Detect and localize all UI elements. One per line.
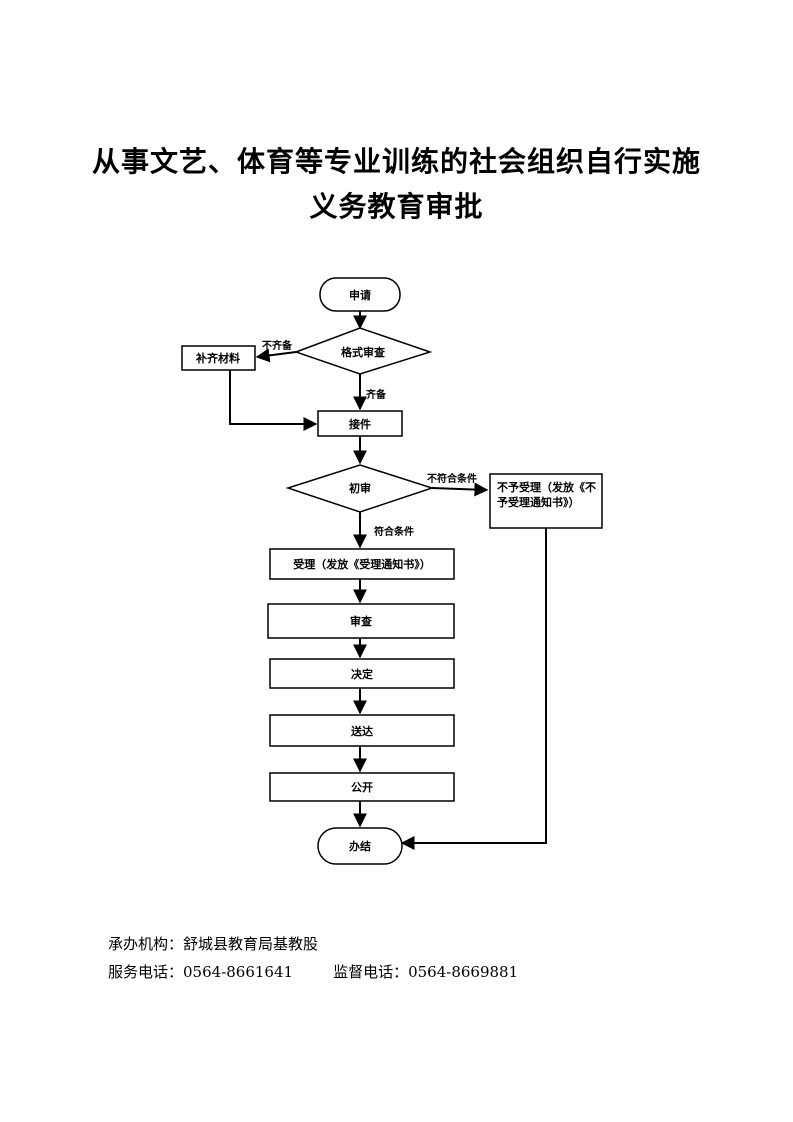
node-supplement-label: 补齐材料 [195, 351, 240, 365]
service-phone-label: 服务电话： [108, 963, 184, 981]
flow-edges [229, 311, 547, 850]
node-review-label: 审查 [350, 614, 372, 628]
edge-supplement-to-receive [229, 370, 318, 431]
node-initial-review-label: 初审 [349, 481, 371, 495]
node-accept-label: 受理（发放《受理通知书》） [293, 557, 431, 571]
edge-label-not-qualified: 不符合条件 [427, 472, 477, 485]
edge-label-incomplete: 不齐备 [262, 339, 293, 352]
supervise-phone-label: 监督电话： [333, 963, 409, 981]
node-receive [317, 410, 403, 437]
node-apply-label: 申请 [349, 288, 371, 302]
edge-initial-to-reject [431, 482, 489, 497]
node-review [267, 603, 455, 639]
node-accept [269, 548, 455, 580]
node-complete-label: 办结 [349, 839, 371, 853]
node-deliver-label: 送达 [350, 724, 373, 738]
edge-label-qualified: 符合条件 [374, 525, 414, 538]
node-apply [319, 277, 401, 312]
node-decision [269, 658, 455, 689]
node-format-check-label: 格式审查 [341, 345, 385, 359]
edge-reject-to-complete [400, 528, 547, 850]
node-decision-label: 决定 [351, 667, 373, 681]
node-publish-label: 公开 [351, 781, 373, 794]
service-phone-value: 0564-8661641 [183, 963, 294, 981]
page-title-line-1: 从事文艺、体育等专业训练的社会组织自行实施 [91, 145, 701, 178]
node-reject-label-line-1: 不予受理（发放《不 [497, 480, 596, 494]
node-receive-label: 接件 [349, 417, 371, 431]
edge-label-complete: 齐备 [366, 388, 387, 401]
footer-phone-line: 服务电话：0564-8661641 监督电话：0564-8669881 [108, 961, 518, 982]
node-initial-review [285, 464, 435, 513]
node-publish [269, 772, 455, 802]
footer-org-line: 承办机构：舒城县教育局基教股 [108, 933, 318, 954]
org-value: 舒城县教育局基教股 [183, 935, 319, 953]
node-deliver [269, 714, 455, 747]
node-complete [317, 827, 403, 865]
node-reject [489, 473, 603, 529]
node-reject-label-line-2: 予受理通知书》） [497, 495, 580, 509]
edge-format-to-supplement [255, 348, 297, 363]
org-label: 承办机构： [108, 935, 184, 953]
node-supplement [181, 345, 256, 371]
node-format-check [293, 327, 433, 375]
page-title-line-2: 义务教育审批 [309, 190, 484, 223]
supervise-phone-value: 0564-8669881 [408, 963, 519, 981]
